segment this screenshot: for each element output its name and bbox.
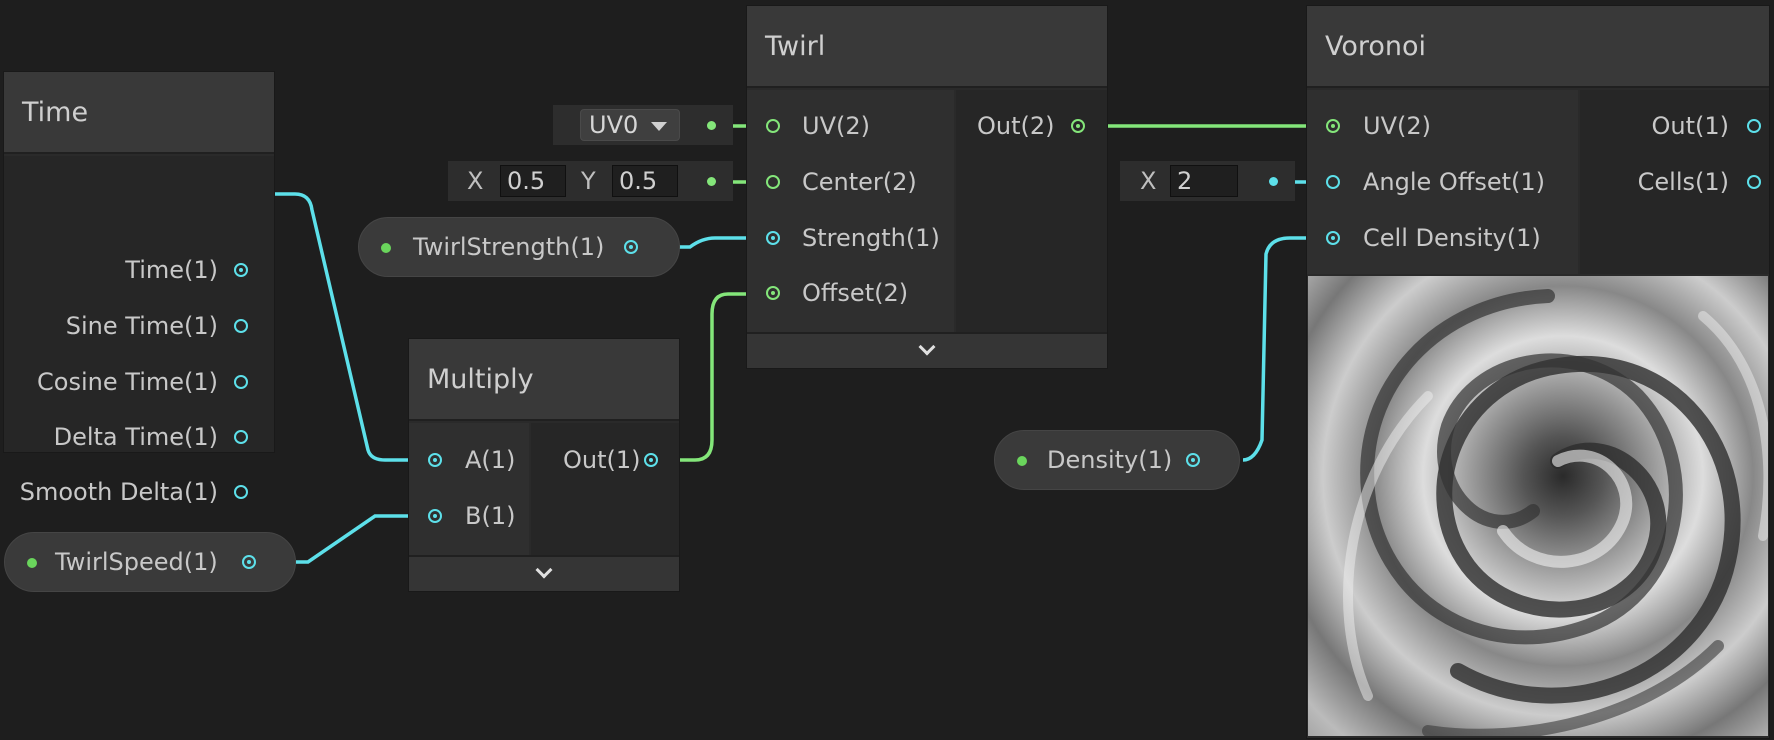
voronoi-cell-density-port[interactable] <box>1326 231 1340 245</box>
multiply-input-b[interactable]: B(1) <box>409 501 529 531</box>
twirl-uv-inline-input[interactable]: UV0 <box>553 105 733 145</box>
property-dot-icon <box>381 243 391 253</box>
time-output-sine[interactable]: Sine Time(1) <box>4 311 274 341</box>
swirl-pattern <box>1343 289 1768 736</box>
chevron-down-icon <box>918 338 936 356</box>
twirl-node[interactable]: Twirl UV(2) Center(2) Strength(1) Offset… <box>747 6 1107 368</box>
voronoi-preview-image <box>1308 276 1768 736</box>
twirl-strength-out-port[interactable] <box>624 240 638 254</box>
multiply-a-port[interactable] <box>428 453 442 467</box>
property-dot-icon <box>1017 456 1027 466</box>
uv-channel-dropdown[interactable]: UV0 <box>580 109 680 141</box>
sine-time-port[interactable] <box>234 319 248 333</box>
time-output-cosine[interactable]: Cosine Time(1) <box>4 367 274 397</box>
connector-dot-icon <box>707 121 716 130</box>
time-node[interactable]: Time Time(1) Sine Time(1) Cosine Time(1)… <box>4 72 274 506</box>
twirl-speed-property-node[interactable]: TwirlSpeed(1) <box>4 532 296 592</box>
density-out-port[interactable] <box>1186 453 1200 467</box>
time-node-title: Time <box>4 72 274 154</box>
twirl-strength-property-node[interactable]: TwirlStrength(1) <box>358 217 680 277</box>
voronoi-output-out[interactable]: Out(1) <box>1580 111 1769 141</box>
chevron-down-icon <box>535 561 553 579</box>
twirl-center-inline-input[interactable]: X 0.5 Y 0.5 <box>448 161 733 201</box>
twirl-speed-out-port[interactable] <box>242 555 256 569</box>
multiply-input-a[interactable]: A(1) <box>409 445 529 475</box>
center-x-field[interactable]: 0.5 <box>500 165 566 197</box>
twirl-uv-port[interactable] <box>766 119 780 133</box>
voronoi-node-title: Voronoi <box>1307 6 1769 88</box>
multiply-out-port[interactable] <box>644 453 658 467</box>
voronoi-input-angle-offset[interactable]: Angle Offset(1) <box>1307 167 1578 197</box>
delta-time-port[interactable] <box>234 430 248 444</box>
angle-offset-x-field[interactable]: 2 <box>1170 165 1238 197</box>
property-dot-icon <box>27 558 37 568</box>
voronoi-cells-port[interactable] <box>1747 175 1761 189</box>
twirl-offset-port[interactable] <box>766 286 780 300</box>
smooth-delta-port[interactable] <box>234 485 248 499</box>
time-output-time[interactable]: Time(1) <box>4 255 274 285</box>
twirl-input-offset[interactable]: Offset(2) <box>747 278 954 308</box>
multiply-node-title: Multiply <box>409 339 679 421</box>
multiply-node[interactable]: Multiply A(1) B(1) Out(1) <box>409 339 679 591</box>
voronoi-angle-inline-input[interactable]: X 2 <box>1120 161 1295 201</box>
voronoi-input-cell-density[interactable]: Cell Density(1) <box>1307 223 1578 253</box>
multiply-expand-button[interactable] <box>409 555 679 591</box>
voronoi-angle-offset-port[interactable] <box>1326 175 1340 189</box>
time-port[interactable] <box>234 263 248 277</box>
connector-dot-icon <box>1269 177 1278 186</box>
twirl-expand-button[interactable] <box>747 332 1107 368</box>
voronoi-out-port[interactable] <box>1747 119 1761 133</box>
voronoi-output-cells[interactable]: Cells(1) <box>1580 167 1769 197</box>
multiply-b-port[interactable] <box>428 509 442 523</box>
cosine-time-port[interactable] <box>234 375 248 389</box>
twirl-strength-port[interactable] <box>766 231 780 245</box>
twirl-output[interactable]: Out(2) <box>956 111 1107 141</box>
twirl-input-center[interactable]: Center(2) <box>747 167 954 197</box>
time-output-delta[interactable]: Delta Time(1) <box>4 422 274 452</box>
twirl-input-uv[interactable]: UV(2) <box>747 111 954 141</box>
time-output-smooth-delta[interactable]: Smooth Delta(1) <box>4 477 274 507</box>
twirl-out-port[interactable] <box>1071 119 1085 133</box>
twirl-center-port[interactable] <box>766 175 780 189</box>
center-y-field[interactable]: 0.5 <box>612 165 678 197</box>
multiply-output[interactable]: Out(1) <box>531 445 679 475</box>
dropdown-caret-icon <box>651 122 667 131</box>
density-property-node[interactable]: Density(1) <box>994 430 1240 490</box>
connector-dot-icon <box>707 177 716 186</box>
voronoi-uv-port[interactable] <box>1326 119 1340 133</box>
voronoi-input-uv[interactable]: UV(2) <box>1307 111 1578 141</box>
twirl-node-title: Twirl <box>747 6 1107 88</box>
twirl-input-strength[interactable]: Strength(1) <box>747 223 954 253</box>
